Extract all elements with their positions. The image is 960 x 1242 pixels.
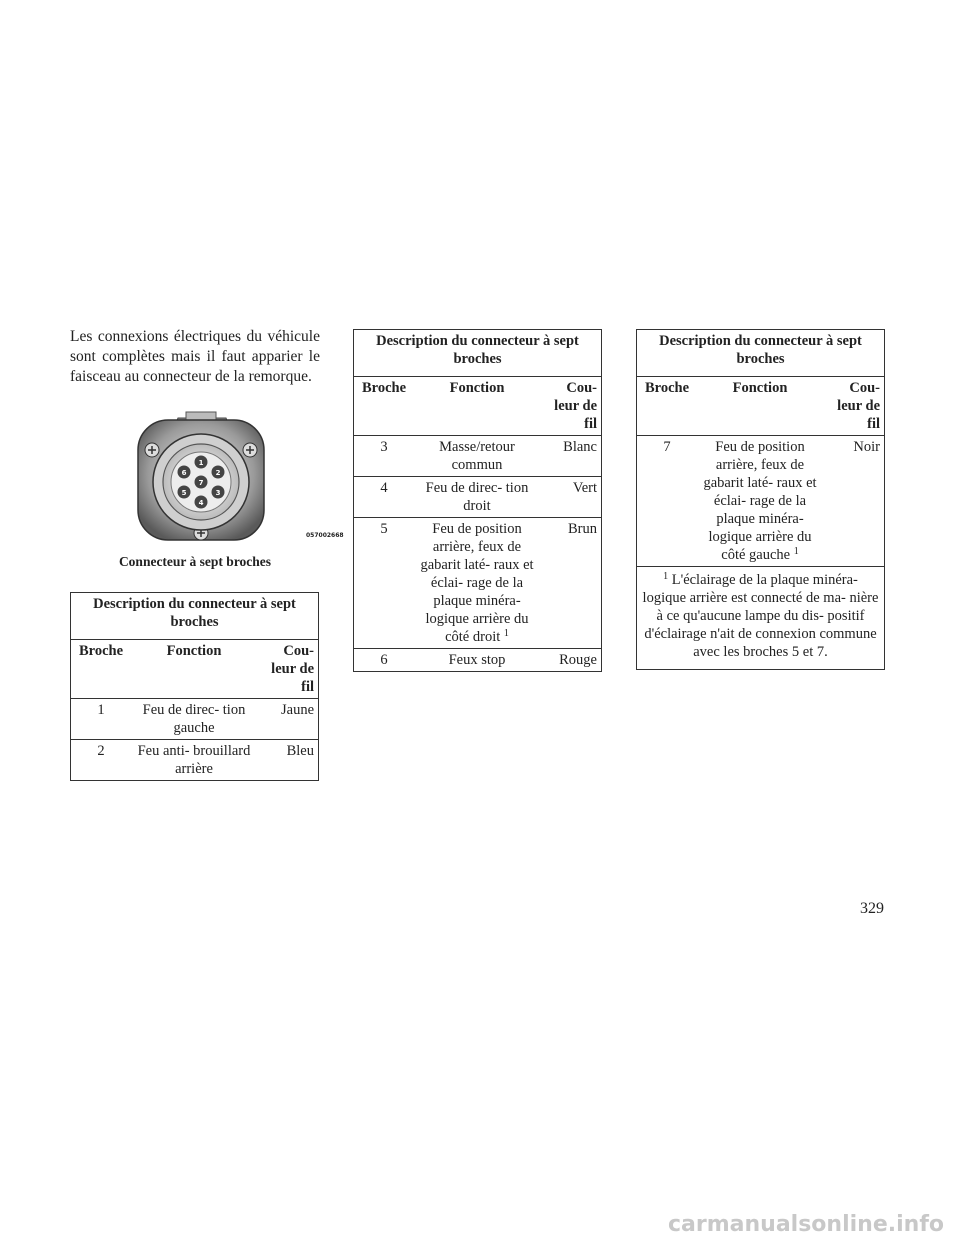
connector-table-2: Description du connecteur à sept broches… [353, 329, 602, 672]
watermark: carmanualsonline.info [668, 1212, 944, 1237]
svg-text:2: 2 [216, 469, 221, 477]
pin-7-icon: 7 [194, 475, 208, 489]
table-caption: Description du connecteur à sept broches [70, 592, 319, 640]
header-wire-color: Cou- leur de fil [271, 643, 314, 695]
table-caption: Description du connecteur à sept broches [636, 329, 885, 377]
header-function: Fonction [732, 380, 788, 396]
svg-text:3: 3 [216, 489, 221, 497]
table-row: 2 Feu anti- brouillard arrière Bleu [70, 739, 319, 781]
header-pin: Broche [361, 380, 407, 396]
pin-6-icon: 6 [177, 465, 191, 479]
footnote-ref: 1 [793, 546, 799, 557]
header-function: Fonction [166, 643, 222, 659]
table-caption: Description du connecteur à sept broches [353, 329, 602, 377]
svg-text:6: 6 [182, 469, 187, 477]
figure-code: 057002668 [306, 532, 344, 539]
table-row: 5 Feu de position arrière, feux de gabar… [353, 517, 602, 649]
svg-text:7: 7 [199, 479, 204, 487]
pin-3-icon: 3 [211, 485, 225, 499]
header-wire-color: Cou- leur de fil [837, 380, 880, 432]
header-function: Fonction [449, 380, 505, 396]
header-pin: Broche [644, 380, 690, 396]
pin-5-icon: 5 [177, 485, 191, 499]
table-row: 4 Feu de direc- tion droit Vert [353, 476, 602, 518]
header-wire-color: Cou- leur de fil [554, 380, 597, 432]
table-row: 6 Feux stop Rouge [353, 648, 602, 672]
svg-text:5: 5 [182, 489, 187, 497]
intro-paragraph: Les connexions électriques du véhicule s… [70, 328, 320, 385]
svg-text:1: 1 [199, 459, 204, 467]
table-row: 1 Feu de direc- tion gauche Jaune [70, 698, 319, 740]
page-number: 329 [860, 900, 884, 917]
table-row: 3 Masse/retour commun Blanc [353, 435, 602, 477]
seven-pin-connector-figure: 1 2 3 4 5 6 7 057002668 [137, 411, 344, 541]
table-footnote: 1 L'éclairage de la plaque minéra- logiq… [636, 566, 885, 670]
screw-icon [144, 442, 160, 458]
connector-table-3: Description du connecteur à sept broches… [636, 329, 885, 670]
footnote-ref: 1 [503, 628, 509, 639]
figure-caption: Connecteur à sept broches [118, 554, 272, 569]
footnote-mark: 1 [663, 571, 669, 582]
header-pin: Broche [78, 643, 124, 659]
table-row: 7 Feu de position arrière, feux de gabar… [636, 435, 885, 567]
pin-4-icon: 4 [194, 495, 208, 509]
pin-1-icon: 1 [194, 455, 208, 469]
pin-2-icon: 2 [211, 465, 225, 479]
connector-table-1: Description du connecteur à sept broches… [70, 592, 319, 781]
svg-text:4: 4 [199, 499, 204, 507]
screw-icon [242, 442, 258, 458]
